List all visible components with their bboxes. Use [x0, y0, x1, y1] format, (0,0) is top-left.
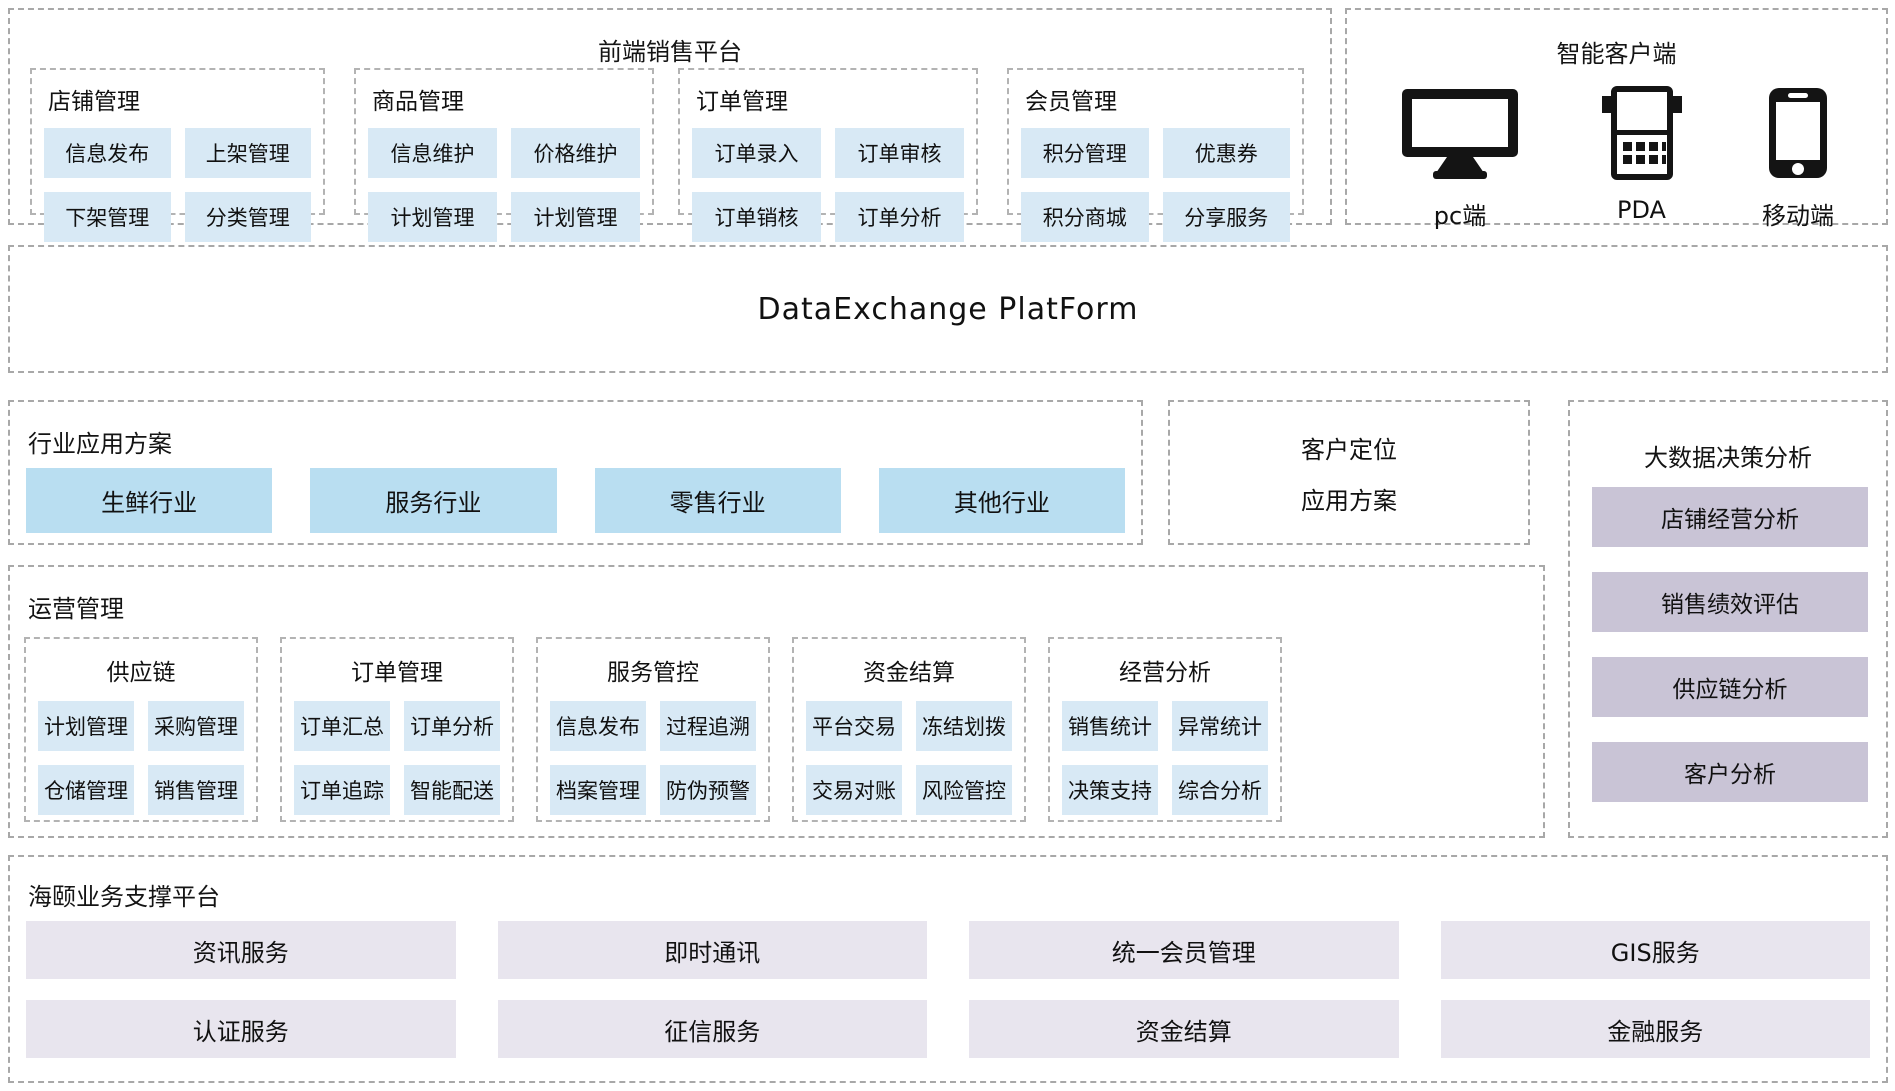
- service-chip: 统一会员管理: [969, 921, 1399, 979]
- industry-chip: 生鲜行业: [26, 468, 273, 533]
- module-chip: 仓储管理: [38, 765, 134, 815]
- module-chip: 计划管理: [38, 701, 134, 751]
- module-chip: 档案管理: [550, 765, 646, 815]
- industry-chip: 零售行业: [594, 468, 841, 533]
- module-chip: 分类管理: [184, 192, 311, 242]
- device-mobile: 移动端: [1762, 86, 1834, 231]
- bigdata-item: 客户分析: [1592, 742, 1868, 802]
- customer-positioning-panel: 客户定位 应用方案: [1168, 400, 1530, 545]
- service-chip: GIS服务: [1440, 921, 1870, 979]
- industry-chip: 其他行业: [878, 468, 1125, 533]
- desktop-monitor-icon: [1399, 86, 1521, 184]
- module-chip: 冻结划拨: [916, 701, 1012, 751]
- support-platform-title: 海颐业务支撑平台: [28, 883, 220, 911]
- bigdata-analysis-panel: 大数据决策分析 店铺经营分析 销售绩效评估 供应链分析 客户分析: [1568, 400, 1888, 838]
- smartphone-icon: [1765, 86, 1831, 184]
- device-label: PDA: [1617, 196, 1666, 224]
- fund-settlement-group: 资金结算 平台交易 冻结划拨 交易对账 风险管控: [792, 637, 1026, 822]
- bigdata-item: 供应链分析: [1592, 657, 1868, 717]
- group-title: 商品管理: [372, 89, 464, 115]
- group-title: 会员管理: [1025, 89, 1117, 115]
- module-chip: 销售管理: [148, 765, 244, 815]
- device-pc: pc端: [1399, 86, 1521, 231]
- business-analysis-group: 经营分析 销售统计 异常统计 决策支持 综合分析: [1048, 637, 1282, 822]
- group-title: 订单管理: [696, 89, 788, 115]
- module-chip: 价格维护: [511, 128, 640, 178]
- module-chip: 平台交易: [806, 701, 902, 751]
- product-management-group: 商品管理 信息维护 价格维护 计划管理 计划管理: [354, 68, 654, 242]
- industry-solutions-panel: 行业应用方案 生鲜行业 服务行业 零售行业 其他行业: [8, 400, 1143, 545]
- module-chip: 信息发布: [550, 701, 646, 751]
- module-chip: 异常统计: [1172, 701, 1268, 751]
- operations-management-title: 运营管理: [28, 595, 124, 623]
- smart-client-panel: 智能客户端 pc端: [1345, 8, 1888, 230]
- module-chip: 决策支持: [1062, 765, 1158, 815]
- bigdata-item: 销售绩效评估: [1592, 572, 1868, 632]
- module-chip: 下架管理: [44, 192, 171, 242]
- module-chip: 信息维护: [368, 128, 497, 178]
- module-chip: 优惠券: [1162, 128, 1290, 178]
- data-exchange-platform-band: DataExchange PlatForm: [8, 245, 1888, 373]
- operations-management-panel: 运营管理 供应链 计划管理 采购管理 仓储管理 销售管理 订单管理 订单汇总 订…: [8, 565, 1545, 838]
- group-title: 店铺管理: [48, 89, 140, 115]
- module-chip: 订单销核: [692, 192, 821, 242]
- module-chip: 订单分析: [835, 192, 964, 242]
- device-pda: PDA: [1599, 86, 1685, 231]
- module-chip: 交易对账: [806, 765, 902, 815]
- module-chip: 风险管控: [916, 765, 1012, 815]
- frontend-sales-platform-panel: 前端销售平台 店铺管理 信息发布 上架管理 下架管理 分类管理 商品管理 信息维…: [8, 8, 1332, 242]
- module-chip: 综合分析: [1172, 765, 1268, 815]
- group-title: 经营分析: [1119, 660, 1211, 686]
- service-control-group: 服务管控 信息发布 过程追溯 档案管理 防伪预警: [536, 637, 770, 822]
- module-chip: 订单审核: [835, 128, 964, 178]
- service-chip: 金融服务: [1440, 1000, 1870, 1058]
- industry-solutions-title: 行业应用方案: [28, 430, 172, 458]
- module-chip: 订单录入: [692, 128, 821, 178]
- module-chip: 订单追踪: [294, 765, 390, 815]
- member-management-group: 会员管理 积分管理 优惠券 积分商城 分享服务: [1007, 68, 1304, 242]
- service-chip: 征信服务: [497, 1000, 927, 1058]
- frontend-platform-title: 前端销售平台: [598, 38, 742, 66]
- group-title: 资金结算: [863, 660, 955, 686]
- device-label: pc端: [1433, 202, 1487, 230]
- customer-positioning-line2: 应用方案: [1301, 486, 1397, 515]
- device-label: 移动端: [1762, 202, 1834, 230]
- module-chip: 销售统计: [1062, 701, 1158, 751]
- group-title: 订单管理: [351, 660, 443, 686]
- pda-device-icon: [1599, 86, 1685, 184]
- store-management-group: 店铺管理 信息发布 上架管理 下架管理 分类管理: [30, 68, 325, 242]
- group-title: 供应链: [106, 660, 176, 686]
- group-title: 服务管控: [607, 660, 699, 686]
- service-chip: 即时通讯: [497, 921, 927, 979]
- module-chip: 积分商城: [1021, 192, 1149, 242]
- module-chip: 采购管理: [148, 701, 244, 751]
- order-management-group: 订单管理 订单录入 订单审核 订单销核 订单分析: [678, 68, 978, 242]
- module-chip: 分享服务: [1162, 192, 1290, 242]
- data-exchange-title: DataExchange PlatForm: [757, 291, 1139, 327]
- supply-chain-group: 供应链 计划管理 采购管理 仓储管理 销售管理: [24, 637, 258, 822]
- bigdata-item: 店铺经营分析: [1592, 487, 1868, 547]
- module-chip: 计划管理: [368, 192, 497, 242]
- module-chip: 信息发布: [44, 128, 171, 178]
- smart-client-title: 智能客户端: [1556, 40, 1677, 68]
- customer-positioning-line1: 客户定位: [1301, 435, 1397, 464]
- module-chip: 上架管理: [184, 128, 311, 178]
- service-chip: 资金结算: [969, 1000, 1399, 1058]
- module-chip: 计划管理: [511, 192, 640, 242]
- module-chip: 积分管理: [1021, 128, 1149, 178]
- module-chip: 过程追溯: [660, 701, 756, 751]
- module-chip: 订单分析: [404, 701, 500, 751]
- support-platform-panel: 海颐业务支撑平台 资讯服务 即时通讯 统一会员管理 GIS服务 认证服务 征信服…: [8, 855, 1888, 1083]
- service-chip: 认证服务: [26, 1000, 456, 1058]
- industry-chip: 服务行业: [310, 468, 557, 533]
- order-management-ops-group: 订单管理 订单汇总 订单分析 订单追踪 智能配送: [280, 637, 514, 822]
- module-chip: 订单汇总: [294, 701, 390, 751]
- module-chip: 智能配送: [404, 765, 500, 815]
- module-chip: 防伪预警: [660, 765, 756, 815]
- bigdata-analysis-title: 大数据决策分析: [1644, 444, 1812, 472]
- service-chip: 资讯服务: [26, 921, 456, 979]
